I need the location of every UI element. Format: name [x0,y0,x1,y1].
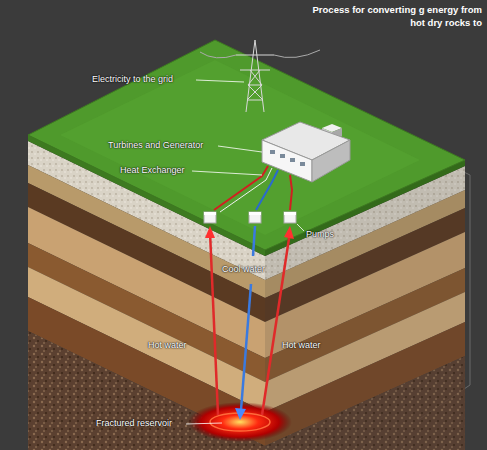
rock-layer [265,356,465,450]
callout-label: Turbines and Generator [108,140,203,151]
flow-arrows [205,226,294,420]
callout-label: Hot water [148,340,187,351]
callout-label: Cool water [222,264,265,275]
pumps [204,212,296,223]
callout-label: Hot water [282,340,321,351]
power-tower [200,40,320,112]
wells [210,226,290,415]
ground-surface [28,40,465,250]
grass-shade [60,60,420,235]
callout-label: Heat Exchanger [120,165,185,176]
diagram-title: Process for converting g energy from hot… [306,3,482,29]
power-building [262,122,350,182]
callout-label: Fractured reservoir [96,418,172,429]
leader-lines [186,80,304,424]
callout-label: Electricity to the grid [92,74,173,85]
callout-label: Pumps [306,229,334,240]
